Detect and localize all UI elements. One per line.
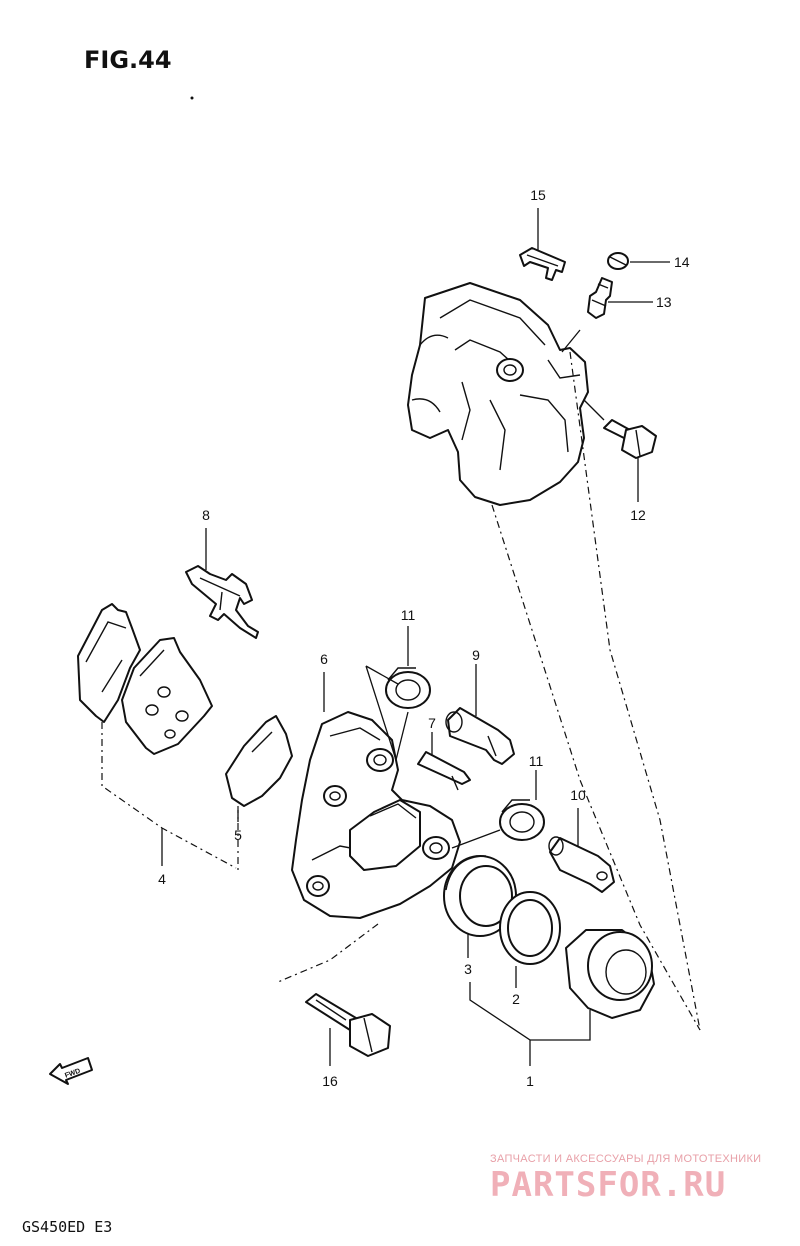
part-11-boot-lower (499, 799, 545, 841)
callout-8: 8 (202, 507, 210, 523)
part-13-bleeder-valve (587, 277, 613, 319)
speck-mark (190, 96, 194, 100)
callout-5: 5 (234, 827, 242, 843)
part-1-piston (565, 929, 655, 1019)
part-4-brake-pads (77, 603, 213, 755)
caliper-body-upper (407, 282, 589, 506)
callout-12: 12 (630, 507, 646, 523)
part-16-mounting-bolt (305, 993, 391, 1057)
part-12-caliper-bolt (603, 419, 657, 459)
callout-14: 14 (674, 254, 690, 270)
watermark-tagline: ЗАПЧАСТИ И АКСЕССУАРЫ ДЛЯ МОТОТЕХНИКИ (490, 1153, 761, 1165)
callout-10: 10 (570, 787, 586, 803)
callout-7: 7 (428, 715, 436, 731)
callout-9: 9 (472, 647, 480, 663)
callout-3: 3 (464, 961, 472, 977)
model-code: GS450ED E3 (22, 1218, 112, 1236)
callout-1: 1 (526, 1073, 534, 1089)
callout-4: 4 (158, 871, 166, 887)
figure-title: FIG.44 (84, 46, 172, 74)
callout-6: 6 (320, 651, 328, 667)
part-5-pad-shim (225, 715, 293, 807)
part-6-caliper-holder (291, 711, 461, 919)
part-7-pad-pin (417, 751, 471, 791)
fwd-arrow-icon: FWD (49, 1057, 93, 1085)
part-10-sleeve (548, 836, 615, 893)
part-2-piston-seal (499, 891, 561, 965)
callout-2: 2 (512, 991, 520, 1007)
callout-15: 15 (530, 187, 546, 203)
callout-11-lower: 11 (529, 753, 544, 769)
part-9-sleeve (445, 707, 515, 765)
watermark-logo: PARTSFOR.RU (490, 1165, 726, 1205)
callout-11-upper: 11 (401, 607, 416, 623)
callout-13: 13 (656, 294, 672, 310)
part-15-pad-spring (519, 247, 566, 281)
part-11-boot-upper (385, 667, 431, 709)
callout-16: 16 (322, 1073, 338, 1089)
part-14-bleeder-cap (607, 252, 629, 270)
part-8-pad-retainer (185, 565, 259, 639)
